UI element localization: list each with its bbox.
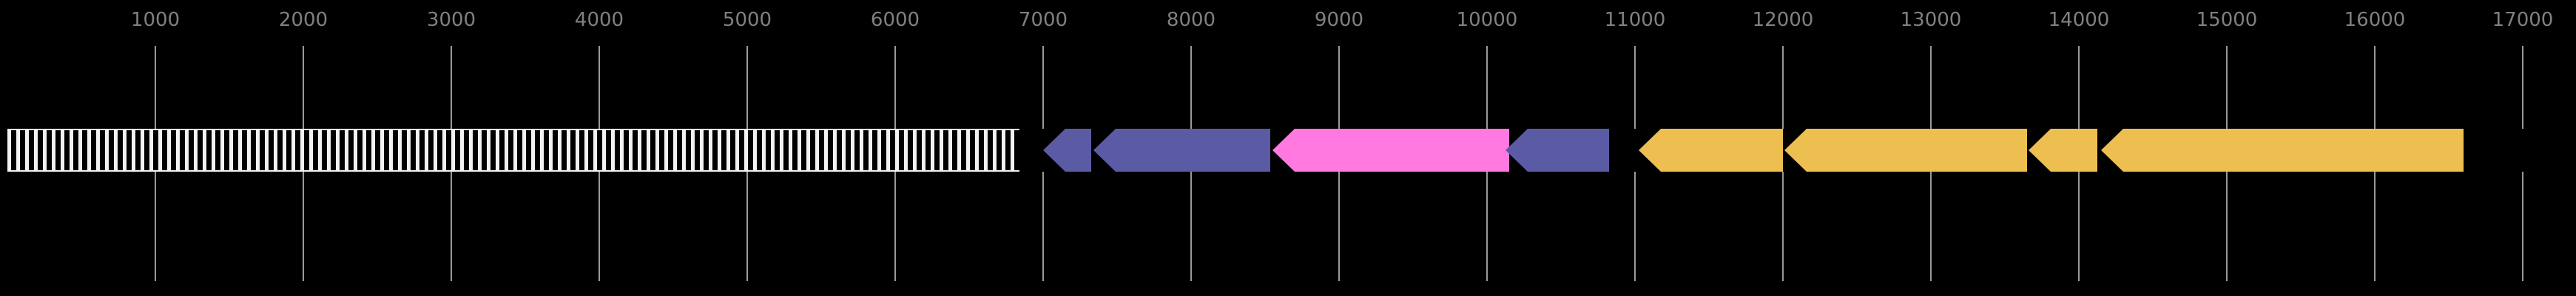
feature-striped-region[interactable] <box>7 129 1019 172</box>
feature-arrow-orange[interactable] <box>1784 129 2027 172</box>
axis-tick-label: 11000 <box>1604 9 1666 31</box>
feature-track <box>0 129 2576 172</box>
axis-tick-label: 15000 <box>2196 9 2258 31</box>
axis-gridline <box>1782 46 1784 129</box>
axis-gridline <box>894 46 896 129</box>
axis-gridline <box>2374 46 2376 129</box>
axis-gridline <box>303 46 304 129</box>
feature-arrow-pink[interactable] <box>1272 129 1509 172</box>
axis-gridline <box>155 172 156 281</box>
axis-tick-label: 16000 <box>2344 9 2406 31</box>
axis-gridline <box>746 172 748 281</box>
feature-arrow-purple[interactable] <box>1043 129 1091 172</box>
axis-gridline <box>1486 172 1488 281</box>
axis-tick-label: 4000 <box>574 9 624 31</box>
axis-gridline <box>599 46 600 129</box>
feature-arrow-orange[interactable] <box>1639 129 1783 172</box>
axis-gridline <box>894 172 896 281</box>
axis-tick-label: 14000 <box>2048 9 2110 31</box>
axis-gridline <box>1338 172 1340 281</box>
axis-gridline <box>1634 46 1636 129</box>
axis-gridline <box>599 172 600 281</box>
axis-gridline <box>1930 172 1932 281</box>
axis-gridline <box>451 172 452 281</box>
axis-gridline <box>746 46 748 129</box>
axis-gridline <box>1930 46 1932 129</box>
feature-arrow-orange[interactable] <box>2029 129 2097 172</box>
axis-tick-label: 3000 <box>426 9 476 31</box>
axis-gridline <box>1634 172 1636 281</box>
axis-tick-label: 5000 <box>722 9 772 31</box>
axis-gridline <box>1042 172 1044 281</box>
axis-tick-label: 1000 <box>130 9 181 31</box>
feature-arrow-purple[interactable] <box>1093 129 1270 172</box>
axis-gridline <box>2374 172 2376 281</box>
axis-tick-label: 12000 <box>1752 9 1814 31</box>
axis-gridline <box>1338 46 1340 129</box>
axis-gridline <box>1190 172 1192 281</box>
axis-gridline <box>1042 46 1044 129</box>
axis-tick-label: 10000 <box>1456 9 1518 31</box>
axis-gridline <box>303 172 304 281</box>
axis-tick-label: 6000 <box>870 9 920 31</box>
axis-gridline <box>1782 172 1784 281</box>
axis-tick-label: 8000 <box>1166 9 1216 31</box>
axis-gridline <box>1190 46 1192 129</box>
axis-gridline <box>2522 172 2523 281</box>
axis-tick-label: 7000 <box>1018 9 1068 31</box>
axis-gridline <box>2226 172 2228 281</box>
axis-gridline <box>1486 46 1488 129</box>
feature-arrow-orange[interactable] <box>2101 129 2464 172</box>
axis-tick-label: 9000 <box>1314 9 1364 31</box>
axis-gridline <box>2226 46 2228 129</box>
axis-gridline <box>451 46 452 129</box>
axis-gridline <box>2078 46 2080 129</box>
axis-gridline <box>155 46 156 129</box>
axis-tick-label: 17000 <box>2492 9 2554 31</box>
axis-gridline <box>2078 172 2080 281</box>
axis-gridline <box>2522 46 2523 129</box>
axis-tick-label: 13000 <box>1900 9 1962 31</box>
axis-tick-label: 2000 <box>278 9 328 31</box>
feature-arrow-purple[interactable] <box>1506 129 1609 172</box>
